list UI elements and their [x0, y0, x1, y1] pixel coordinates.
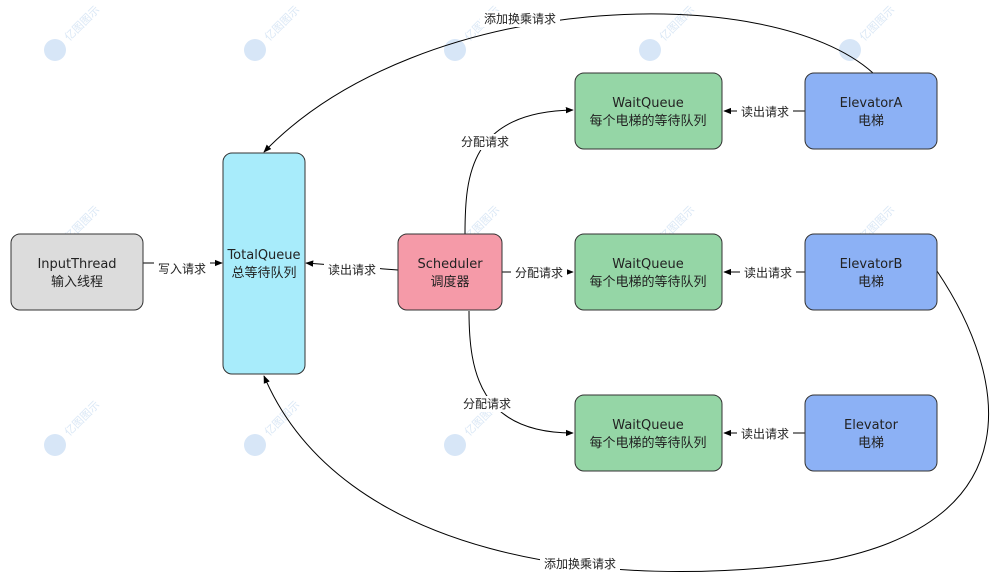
watermark-logo: 亿图图示 — [244, 3, 302, 61]
node-scheduler[interactable]: Scheduler 调度器 — [397, 233, 503, 311]
node-elevator-a-box — [804, 72, 938, 150]
svg-text:读出请求: 读出请求 — [744, 266, 792, 280]
node-elevator-c-subtitle: 电梯 — [858, 436, 884, 451]
node-wait-queue-3-box — [574, 394, 723, 472]
watermark-logo: 亿图图示 — [44, 398, 102, 456]
node-total-queue-title: TotalQueue — [226, 248, 300, 263]
watermark-text: 亿图图示 — [657, 3, 697, 43]
node-elevator-a-title: ElevatorA — [840, 96, 903, 111]
watermark-logo: 亿图图示 — [639, 3, 697, 61]
svg-text:分配请求: 分配请求 — [515, 266, 563, 280]
label-read-3: 读出请求 — [737, 426, 793, 442]
edge-transfer-top — [263, 13, 874, 153]
watermark-text: 亿图图示 — [857, 3, 897, 43]
node-total-queue[interactable]: TotalQueue 总等待队列 — [222, 152, 306, 375]
node-wait-queue-3-title: WaitQueue — [612, 418, 683, 433]
node-wait-queue-1-box — [574, 72, 723, 150]
label-transfer-bottom: 添加换乘请求 — [540, 556, 620, 572]
node-scheduler-title: Scheduler — [417, 257, 483, 272]
svg-text:添加换乘请求: 添加换乘请求 — [544, 557, 616, 571]
watermark-logo: 亿图图示 — [839, 3, 897, 61]
label-assign-1: 分配请求 — [457, 134, 513, 150]
node-wait-queue-2-box — [574, 233, 723, 311]
node-elevator-b[interactable]: ElevatorB 电梯 — [804, 233, 938, 311]
node-wait-queue-1[interactable]: WaitQueue 每个电梯的等待队列 — [574, 72, 723, 150]
node-wait-queue-1-subtitle: 每个电梯的等待队列 — [589, 113, 706, 129]
svg-text:读出请求: 读出请求 — [741, 105, 789, 119]
node-input-thread-box — [10, 233, 144, 311]
watermark-text: 亿图图示 — [62, 398, 102, 438]
label-read-1: 读出请求 — [737, 104, 793, 120]
edge-transfer-bottom — [263, 270, 990, 573]
node-total-queue-box — [222, 152, 306, 375]
watermark-logo: 亿图图示 — [444, 3, 502, 61]
node-wait-queue-2-title: WaitQueue — [612, 257, 683, 272]
node-elevator-b-subtitle: 电梯 — [858, 275, 884, 290]
node-elevator-b-box — [804, 233, 938, 311]
node-wait-queue-1-title: WaitQueue — [612, 96, 683, 111]
edge-labels: 写入请求 读出请求 分配请求 分配请求 分配请求 读出请求 读出请求 读出请求 — [154, 11, 796, 572]
label-transfer-top: 添加换乘请求 — [480, 11, 560, 27]
node-elevator-a[interactable]: ElevatorA 电梯 — [804, 72, 938, 150]
label-write-request: 写入请求 — [154, 261, 210, 277]
watermark-text: 亿图图示 — [262, 398, 302, 438]
label-assign-3: 分配请求 — [459, 396, 515, 412]
svg-text:读出请求: 读出请求 — [328, 263, 376, 277]
watermark-text: 亿图图示 — [62, 3, 102, 43]
node-total-queue-subtitle: 总等待队列 — [231, 265, 296, 281]
node-elevator-c-title: Elevator — [844, 418, 899, 433]
svg-text:分配请求: 分配请求 — [463, 397, 511, 411]
node-wait-queue-2[interactable]: WaitQueue 每个电梯的等待队列 — [574, 233, 723, 311]
svg-text:分配请求: 分配请求 — [461, 135, 509, 149]
node-elevator-c[interactable]: Elevator 电梯 — [804, 394, 938, 472]
node-wait-queue-3-subtitle: 每个电梯的等待队列 — [589, 435, 706, 451]
edge-assign-1 — [464, 106, 574, 235]
watermark-logo: 亿图图示 — [44, 3, 102, 61]
node-elevator-c-box — [804, 394, 938, 472]
svg-text:添加换乘请求: 添加换乘请求 — [484, 12, 556, 26]
label-read-from-total: 读出请求 — [324, 262, 380, 278]
edge-assign-3 — [468, 310, 574, 437]
node-scheduler-box — [397, 233, 503, 311]
watermark-layer: 亿图图示亿图图示亿图图示亿图图示亿图图示亿图图示亿图图示亿图图示亿图图示亿图图示… — [44, 3, 897, 456]
node-wait-queue-3[interactable]: WaitQueue 每个电梯的等待队列 — [574, 394, 723, 472]
node-elevator-a-subtitle: 电梯 — [858, 114, 884, 129]
node-wait-queue-2-subtitle: 每个电梯的等待队列 — [589, 274, 706, 290]
watermark-text: 亿图图示 — [262, 3, 302, 43]
svg-text:读出请求: 读出请求 — [741, 427, 789, 441]
node-input-thread[interactable]: InputThread 输入线程 — [10, 233, 144, 311]
node-scheduler-subtitle: 调度器 — [430, 274, 469, 290]
node-elevator-b-title: ElevatorB — [840, 257, 903, 272]
watermark-logo: 亿图图示 — [244, 398, 302, 456]
node-input-thread-subtitle: 输入线程 — [51, 274, 103, 290]
label-read-2: 读出请求 — [740, 265, 796, 281]
node-input-thread-title: InputThread — [37, 257, 116, 272]
svg-text:写入请求: 写入请求 — [158, 262, 206, 276]
label-assign-2: 分配请求 — [511, 265, 567, 281]
